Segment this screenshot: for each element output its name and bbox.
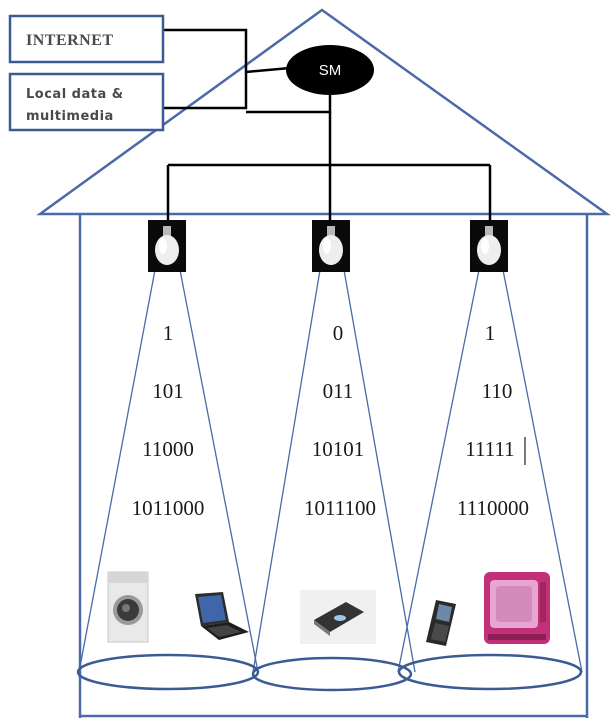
code-label: 101 <box>152 379 184 403</box>
code-label: 1011000 <box>132 496 205 520</box>
microwave-oven-icon <box>484 572 550 644</box>
laptop-icon <box>195 592 249 640</box>
coverage-area-3 <box>397 653 583 691</box>
light-bulb-icon <box>312 220 350 272</box>
smart-meter-hub <box>286 45 374 95</box>
internet-label: INTERNET <box>26 32 114 49</box>
code-label: 1011100 <box>304 496 376 520</box>
code-label: 1 <box>163 321 174 345</box>
code-label: 11000 <box>142 437 194 461</box>
code-label: 10101 <box>312 437 365 461</box>
code-label: 11111 <box>465 437 514 461</box>
code-label: 1110000 <box>457 496 529 520</box>
code-label: 110 <box>482 379 513 403</box>
code-label: 1 <box>485 321 496 345</box>
mobile-phone-icon <box>426 600 456 646</box>
internet-box <box>8 14 165 64</box>
light-bulb-icon <box>148 220 186 272</box>
local-data-label-line1: Local data & <box>26 87 124 102</box>
washing-machine-icon <box>107 571 149 643</box>
house-roof <box>36 8 611 216</box>
light-bulb-icon <box>470 220 508 272</box>
coverage-area-2 <box>251 656 413 692</box>
local-data-label-line2: multimedia <box>26 109 114 124</box>
code-label: 0 <box>333 321 344 345</box>
smart-speaker-icon <box>300 590 376 644</box>
local-data-box <box>8 72 165 132</box>
beam-cones <box>78 269 583 673</box>
coverage-area-1 <box>76 653 260 691</box>
code-label: 011 <box>323 379 354 403</box>
smart-meter-label: SM <box>319 62 342 79</box>
wiring <box>163 28 492 220</box>
